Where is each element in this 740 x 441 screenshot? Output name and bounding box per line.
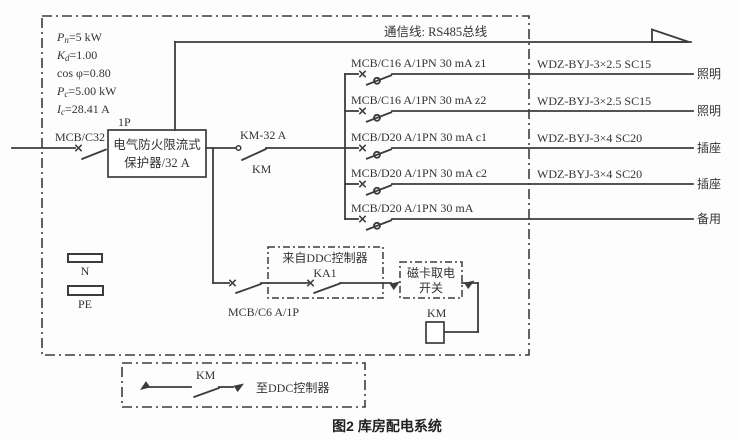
switch-blade (235, 283, 262, 294)
bus-bars: N PE (67, 253, 104, 311)
connection-arrow-icon (233, 380, 247, 393)
control-circuit: MCB/C6 A/1P 来自DDC控制器 KA1 磁卡取电 开关 KM (212, 147, 479, 344)
rcd-breaker-icon (365, 219, 393, 231)
contactor-blade (241, 148, 267, 161)
comm-line-label: 通信线: RS485总线 (384, 25, 488, 39)
branch-load-label: 照明 (697, 104, 721, 118)
breaker-x-icon (358, 215, 367, 223)
figure-caption: 图2 库房配电系统 (332, 418, 442, 434)
protector-label-line1: 电气防火限流式 (113, 137, 201, 152)
breaker-x-icon (358, 70, 367, 78)
branch-breaker-label: MCB/D20 A/1PN 30 mA c1 (351, 130, 487, 144)
breaker-x-icon (358, 144, 367, 152)
fire-protector-box (107, 129, 207, 178)
param-line: Kd=1.00 (56, 48, 97, 63)
rcd-breaker-icon (365, 74, 393, 86)
neutral-bar (67, 253, 103, 263)
branch-circuit-1: MCB/C16 A/1PN 30 mA z1 WDZ-BYJ-3×2.5 SC1… (344, 56, 721, 86)
feedback-contact-label: KM (196, 368, 216, 382)
breaker-x-icon (358, 107, 367, 115)
feedback-target-label: 至DDC控制器 (256, 381, 329, 395)
rcd-breaker-icon (365, 148, 393, 160)
branch-cable-label: WDZ-BYJ-3×2.5 SC15 (537, 57, 651, 71)
protector-label-line2: 保护器/32 A (124, 156, 190, 170)
breaker-x-icon (74, 144, 83, 152)
branch-breaker-label: MCB/D20 A/1PN 30 mA (351, 201, 474, 215)
feedback-contact-boundary (121, 362, 366, 408)
control-breaker-label: MCB/C6 A/1P (228, 305, 299, 319)
breaker-x-icon (358, 180, 367, 188)
param-line: cos φ=0.80 (57, 66, 111, 80)
param-line: Ic=28.41 A (56, 102, 110, 117)
branch-load-label: 插座 (697, 140, 721, 155)
switch-blade (81, 148, 107, 160)
neutral-bar-label: N (81, 264, 90, 278)
param-line: Pn=5 kW (56, 30, 103, 45)
branch-breaker-label: MCB/C16 A/1PN 30 mA z1 (351, 56, 486, 70)
ddc-input-title: 来自DDC控制器 (282, 251, 367, 265)
branch-circuit-2: MCB/C16 A/1PN 30 mA z2 WDZ-BYJ-3×2.5 SC1… (344, 93, 721, 123)
branch-cable-label: WDZ-BYJ-3×4 SC20 (537, 131, 642, 145)
feedback-contact-circuit: KM 至DDC控制器 (137, 368, 329, 398)
comm-terminator-icon (651, 28, 690, 43)
load-parameters: Pn=5 kW Kd=1.00 cos φ=0.80 Pc=5.00 kW Ic… (56, 30, 117, 117)
card-switch-label-line1: 磁卡取电 (407, 265, 455, 280)
branch-load-label: 插座 (697, 176, 721, 191)
rcd-breaker-icon (365, 111, 393, 123)
branch-load-label: 照明 (697, 67, 721, 81)
poles-label: 1P (118, 115, 131, 129)
contactor-rating-label: KM-32 A (240, 128, 287, 142)
branch-breaker-label: MCB/D20 A/1PN 30 mA c2 (351, 166, 487, 180)
km-coil-label: KM (427, 306, 447, 320)
contactor-hinge-icon (235, 144, 242, 152)
card-switch-box (399, 261, 463, 299)
ddc-input-box (267, 246, 384, 299)
ddc-relay-label: KA1 (313, 266, 336, 280)
breaker-x-icon (228, 279, 237, 287)
branch-cable-label: WDZ-BYJ-3×2.5 SC15 (537, 94, 651, 108)
card-switch-label-line2: 开关 (419, 281, 443, 295)
param-line: Pc=5.00 kW (56, 84, 117, 99)
km-coil (425, 321, 445, 344)
relay-blade (313, 282, 341, 294)
distribution-panel-boundary (41, 15, 530, 356)
branch-breaker-label: MCB/C16 A/1PN 30 mA z2 (351, 93, 486, 107)
pe-bar-label: PE (78, 297, 92, 311)
contactor-label: KM (252, 162, 272, 176)
branch-cable-label: WDZ-BYJ-3×4 SC20 (537, 167, 642, 181)
pe-bar (67, 285, 104, 296)
communication-line: 通信线: RS485总线 (174, 25, 692, 131)
feedback-contact-blade (193, 387, 220, 398)
incoming-main-circuit: MCB/C32 1P 电气防火限流式 保护器/32 A KM-32 A KM (11, 115, 346, 178)
branch-circuit-4: MCB/D20 A/1PN 30 mA c2 WDZ-BYJ-3×4 SC20 … (344, 166, 721, 196)
rcd-breaker-icon (365, 184, 393, 196)
branch-circuit-3: MCB/D20 A/1PN 30 mA c1 WDZ-BYJ-3×4 SC20 … (344, 130, 721, 160)
incoming-breaker-label: MCB/C32 (55, 130, 105, 144)
branch-load-label: 备用 (697, 212, 721, 226)
branch-circuit-5: MCB/D20 A/1PN 30 mA 备用 (344, 201, 721, 231)
